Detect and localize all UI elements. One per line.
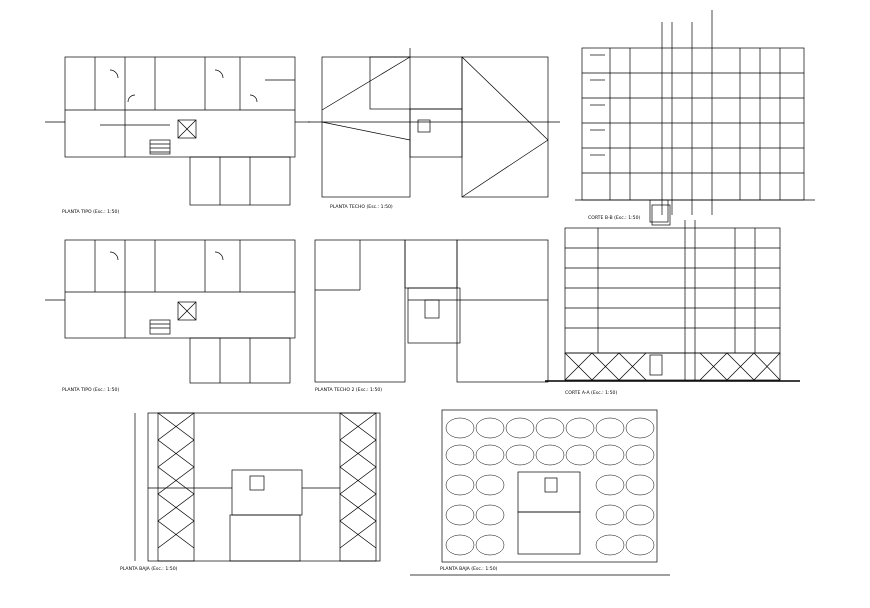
plan-planta-tipo-2: [45, 239, 296, 384]
label-planta-tipo-1: PLANTA TIPO (Esc.: 1:50): [62, 209, 119, 215]
plan-planta-techo-2: [314, 239, 549, 383]
label-planta-baja-1: PLANTA BAJA (Esc.: 1:50): [120, 566, 178, 572]
label-planta-techo-1: PLANTA TECHO (Esc.: 1:50): [330, 204, 393, 210]
section-corte-a: [545, 204, 800, 382]
label-planta-techo-2: PLANTA TECHO 2 (Esc.: 1:50): [315, 387, 382, 393]
plan-planta-tipo-1: [45, 56, 310, 206]
plan-planta-techo-1: [308, 48, 560, 198]
section-corte-b: [575, 10, 815, 223]
plan-planta-baja-2: [410, 409, 670, 576]
label-corte-b: CORTE B-B (Esc.: 1:50): [588, 215, 641, 221]
label-planta-baja-2: PLANTA BAJA (Esc.: 1:50): [440, 566, 498, 572]
label-planta-tipo-2: PLANTA TIPO (Esc.: 1:50): [62, 387, 119, 393]
label-corte-a: CORTE A-A (Esc.: 1:50): [565, 390, 617, 396]
plan-planta-baja-1: [134, 412, 381, 562]
